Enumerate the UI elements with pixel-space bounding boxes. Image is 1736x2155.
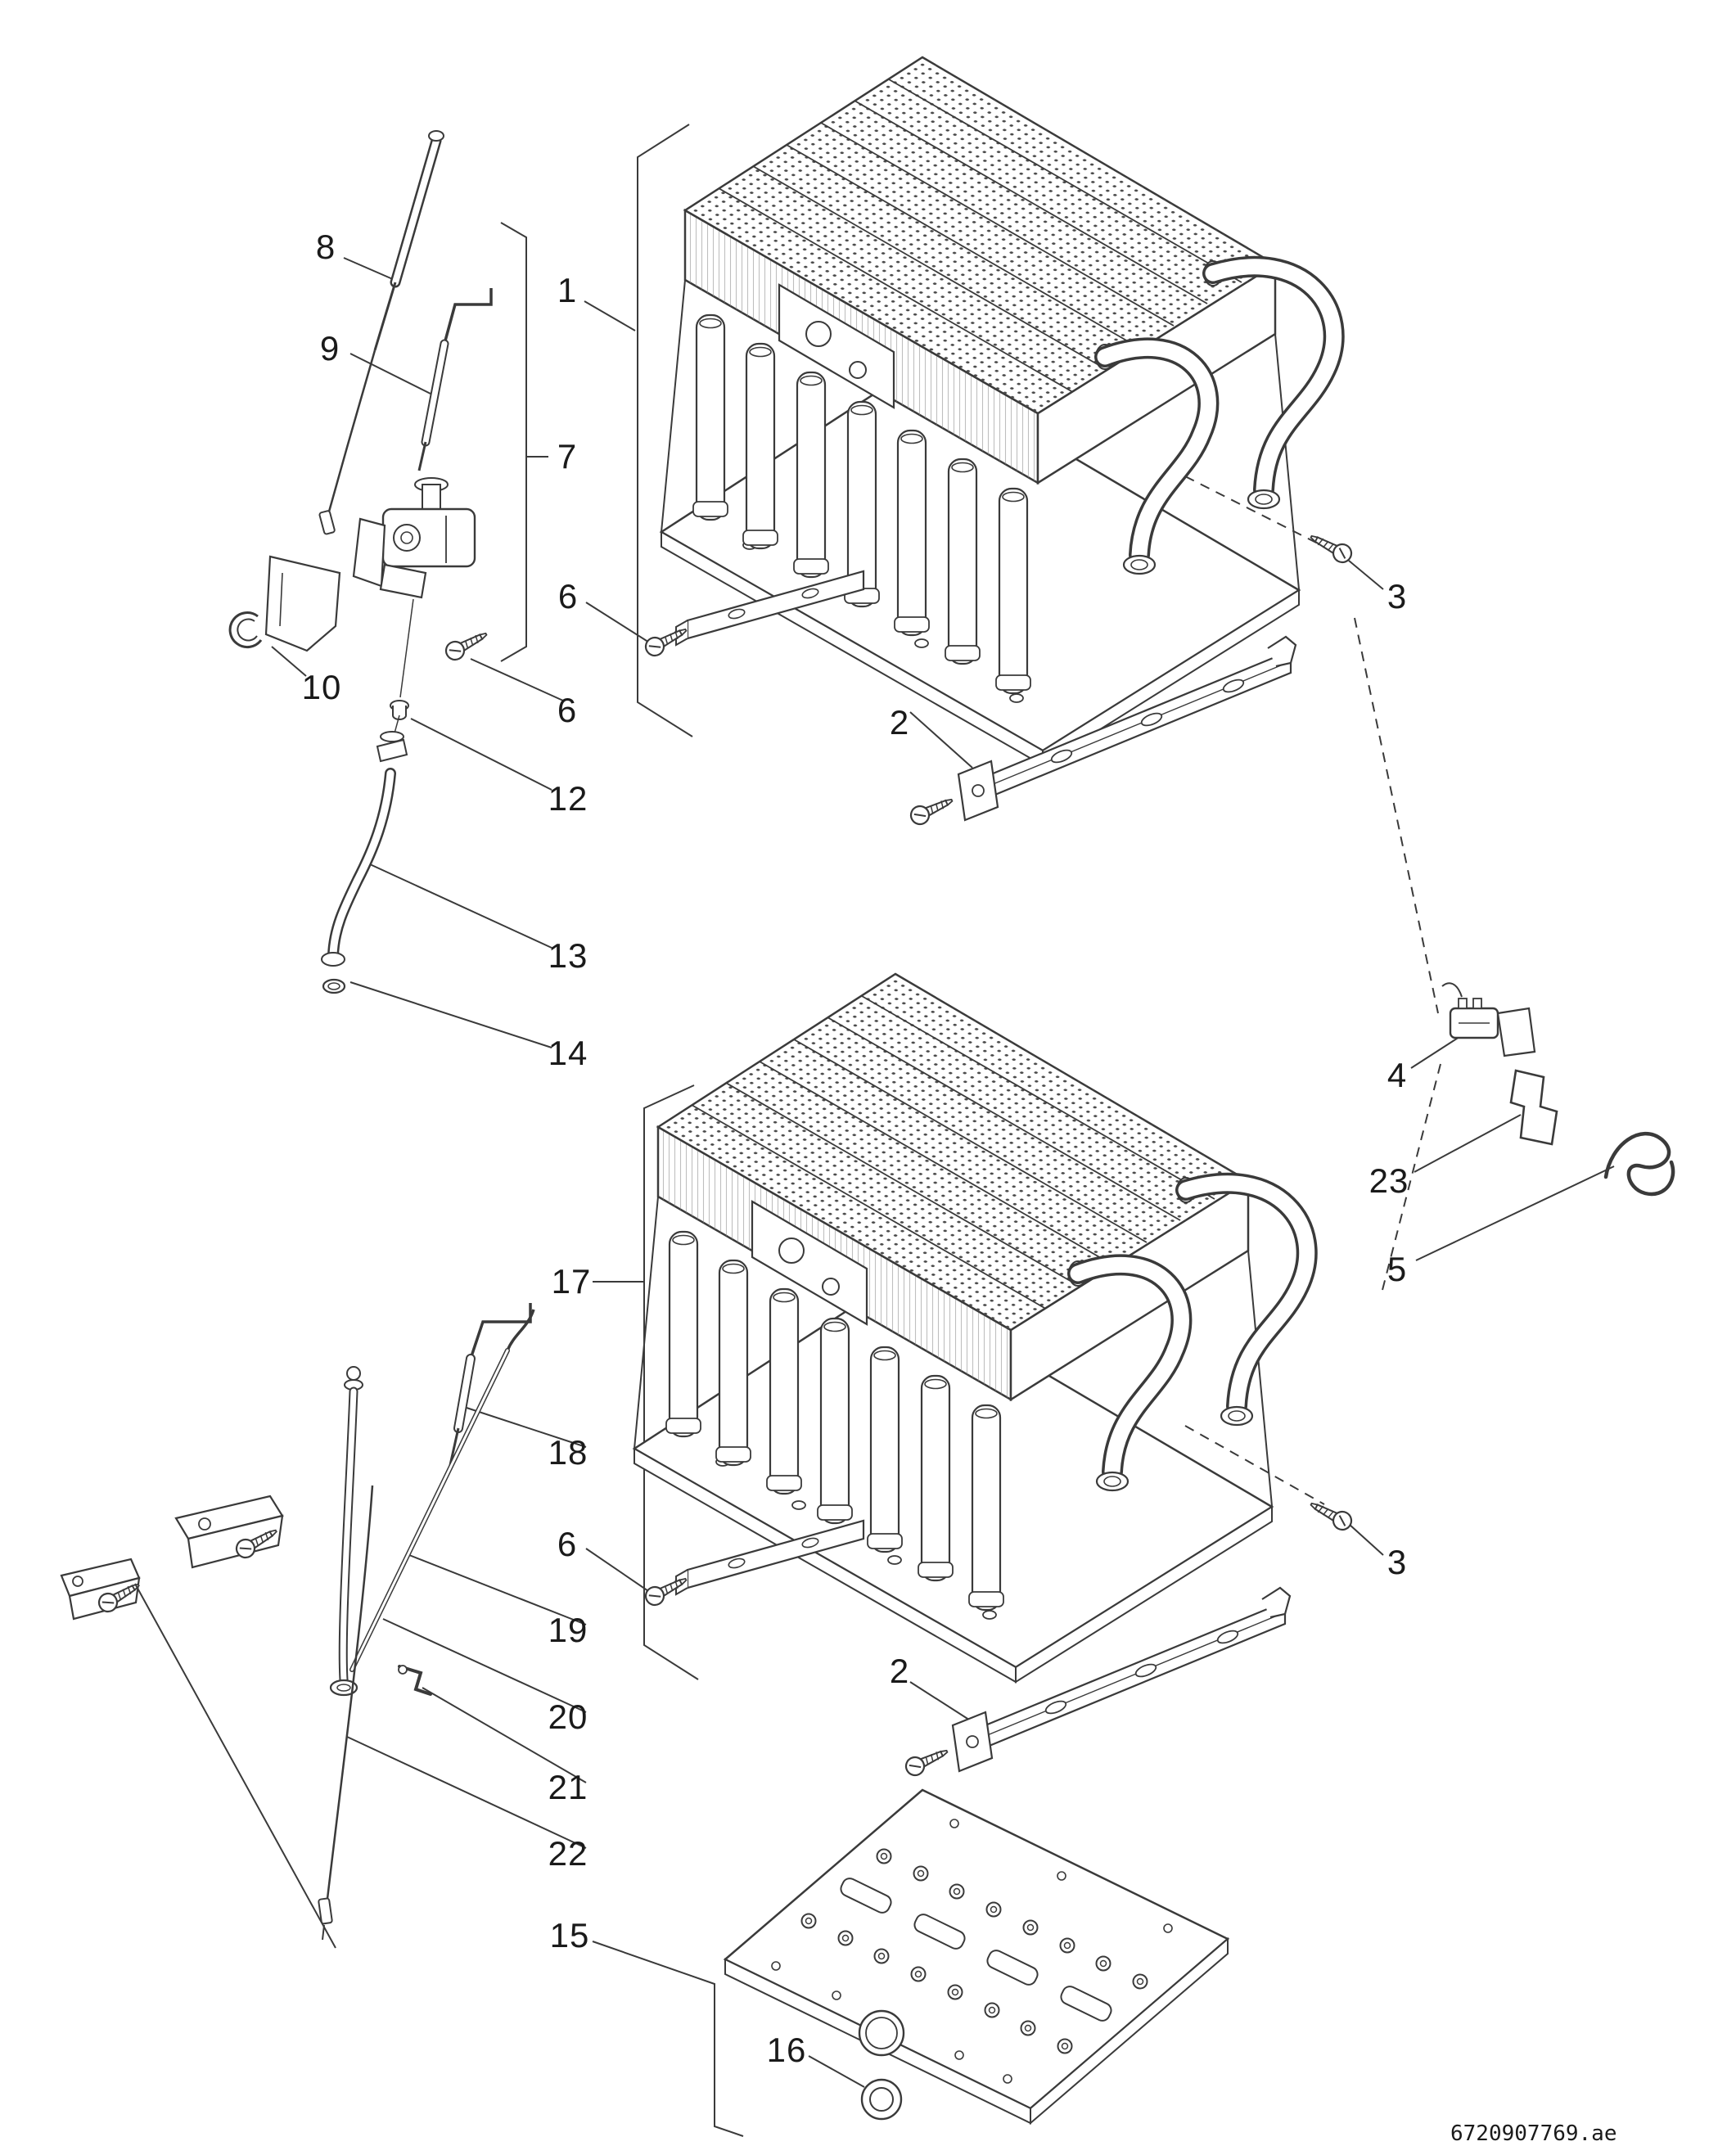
callout-13: 13 xyxy=(548,936,588,975)
callout-4: 4 xyxy=(1387,1056,1408,1094)
part-12-grommet xyxy=(390,700,409,720)
dashed-line-screw-3-top xyxy=(1184,476,1325,548)
part-16-o-ring xyxy=(860,2078,903,2121)
leader-line-3b xyxy=(1348,1523,1384,1556)
leader-lines xyxy=(271,124,1615,2137)
bracket-left-lower xyxy=(60,1558,144,1621)
part-19-bent-rod xyxy=(349,1309,535,1672)
part-21-clip xyxy=(398,1665,432,1696)
part-4-temperature-limiter xyxy=(1441,982,1536,1057)
callout-16: 16 xyxy=(766,2031,807,2069)
callout-2-a: 2 xyxy=(889,703,910,742)
bracket-left-upper xyxy=(174,1495,284,1569)
part-10-retaining-bracket xyxy=(228,555,341,652)
part-9-sensing-electrode xyxy=(417,288,493,471)
rail-screw-upper xyxy=(907,791,957,828)
callout-5: 5 xyxy=(1387,1250,1408,1288)
callout-22: 22 xyxy=(548,1834,588,1873)
leader-line-4 xyxy=(1410,1035,1463,1069)
leader-line-2b xyxy=(909,1681,975,1724)
callout-6-a: 6 xyxy=(557,577,579,615)
leader-line-20 xyxy=(382,1618,587,1713)
leader-line-3a xyxy=(1348,560,1384,590)
callout-21: 21 xyxy=(548,1768,588,1806)
callout-19: 19 xyxy=(548,1611,588,1649)
leader-line-19 xyxy=(408,1554,587,1625)
callout-6-c: 6 xyxy=(557,1525,578,1563)
long-rod xyxy=(134,1583,336,1949)
pilot-valve-assembly xyxy=(352,477,476,698)
leader-line-16 xyxy=(808,2055,865,2088)
callout-23: 23 xyxy=(1369,1161,1409,1200)
assembly-bracket-1 xyxy=(637,124,693,737)
part-3-screw-lower xyxy=(1305,1495,1355,1534)
dashed-alignment-lines xyxy=(1184,476,1441,1505)
leader-line-9 xyxy=(349,353,433,395)
callout-6-b: 6 xyxy=(557,691,578,729)
leader-line-14 xyxy=(349,981,552,1048)
callout-18: 18 xyxy=(548,1433,588,1472)
part-17-heat-exchanger-lower xyxy=(634,974,1307,1682)
leader-line-6a xyxy=(585,602,654,646)
part-8-ignition-electrode xyxy=(318,130,444,535)
callout-8: 8 xyxy=(315,228,336,266)
leader-line-18 xyxy=(466,1407,587,1448)
callout-15: 15 xyxy=(549,1916,590,1954)
callout-9: 9 xyxy=(319,329,340,367)
dashed-line-screw-3-bottom xyxy=(1184,1425,1325,1505)
assembly-bracket-17 xyxy=(643,1084,699,1680)
part-6-screw-b xyxy=(442,625,492,664)
callout-20: 20 xyxy=(548,1697,588,1736)
callout-7: 7 xyxy=(557,437,578,476)
part-20-pilot-tube xyxy=(329,1366,363,1697)
leader-line-10 xyxy=(271,646,307,677)
part-18-electrode-block xyxy=(449,1303,532,1466)
leader-line-8 xyxy=(343,257,395,281)
leader-line-22 xyxy=(346,1736,587,1849)
callout-1: 1 xyxy=(557,271,578,309)
callout-10: 10 xyxy=(301,668,342,706)
callout-3-b: 3 xyxy=(1387,1543,1408,1581)
callout-14: 14 xyxy=(548,1034,588,1072)
rail-screw-lower xyxy=(902,1742,952,1779)
dashed-line-part-4-to-lower xyxy=(1381,1063,1441,1294)
leader-line-12 xyxy=(410,718,552,791)
callout-2-b: 2 xyxy=(889,1652,910,1690)
leader-line-23 xyxy=(1414,1114,1522,1173)
document-reference: 6720907769.ae xyxy=(1450,2121,1617,2146)
leader-line-5 xyxy=(1415,1165,1615,1261)
part-23-clamp-bracket xyxy=(1509,1069,1558,1146)
assembly-bracket-7 xyxy=(500,222,527,662)
part-14-sealing-ring xyxy=(322,978,346,994)
leader-line-21 xyxy=(422,1687,587,1783)
leader-line-6b xyxy=(470,658,564,701)
leader-line-2a xyxy=(909,711,973,769)
part-1-heat-exchanger-upper xyxy=(661,57,1334,765)
leader-line-6c xyxy=(585,1548,654,1595)
callout-17: 17 xyxy=(551,1262,592,1301)
part-15-burner-manifold xyxy=(723,1788,1230,2126)
part-13-pilot-pipe xyxy=(321,715,408,967)
leader-line-1 xyxy=(584,300,636,331)
leader-line-13 xyxy=(369,863,552,949)
dashed-line-to-part-4 xyxy=(1354,617,1439,1014)
callout-3-a: 3 xyxy=(1387,577,1408,615)
leader-line-15 xyxy=(592,1941,744,2137)
part-3-screw-upper xyxy=(1305,528,1355,566)
part-22-ignition-cable xyxy=(318,1485,374,1941)
part-5-spring-clip xyxy=(1603,1132,1675,1197)
callout-12: 12 xyxy=(548,779,588,818)
